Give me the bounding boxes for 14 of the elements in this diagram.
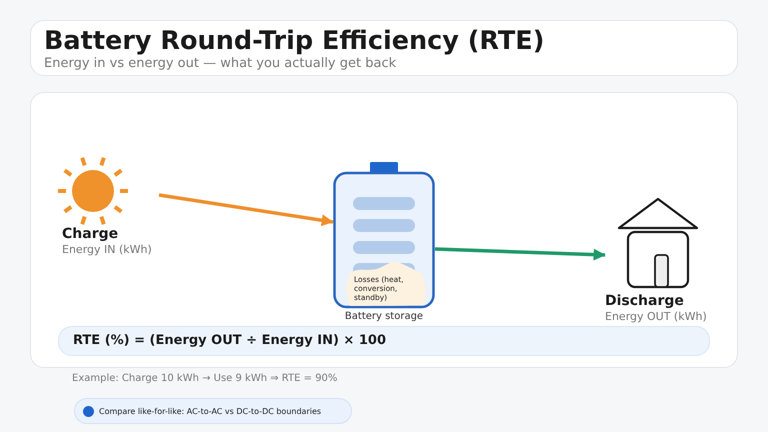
node-title: Discharge [605, 293, 684, 310]
example-note: Example: Charge 10 kWh → Use 9 kWh ⇒ RTE = 90% [72, 373, 338, 385]
subtitle: Energy in vs energy out — what you actually get back [44, 56, 396, 71]
tip-card [74, 398, 352, 424]
node-subtitle: Energy IN (kWh) [62, 243, 152, 256]
formula-text: RTE (%) = (Energy OUT ÷ Energy IN) × 100 [73, 332, 386, 349]
formula-banner [58, 326, 710, 356]
node-caption: Battery storage [344, 311, 424, 323]
arrow [158, 193, 334, 226]
node-title: Charge [62, 226, 118, 243]
tip-text: Compare like-for-like: AC-to-AC vs DC-to-DC boundaries [99, 406, 322, 416]
title: Battery Round-Trip Efficiency (RTE) [44, 27, 544, 56]
node-subtitle: Energy OUT (kWh) [605, 310, 707, 323]
arrow [434, 247, 606, 261]
